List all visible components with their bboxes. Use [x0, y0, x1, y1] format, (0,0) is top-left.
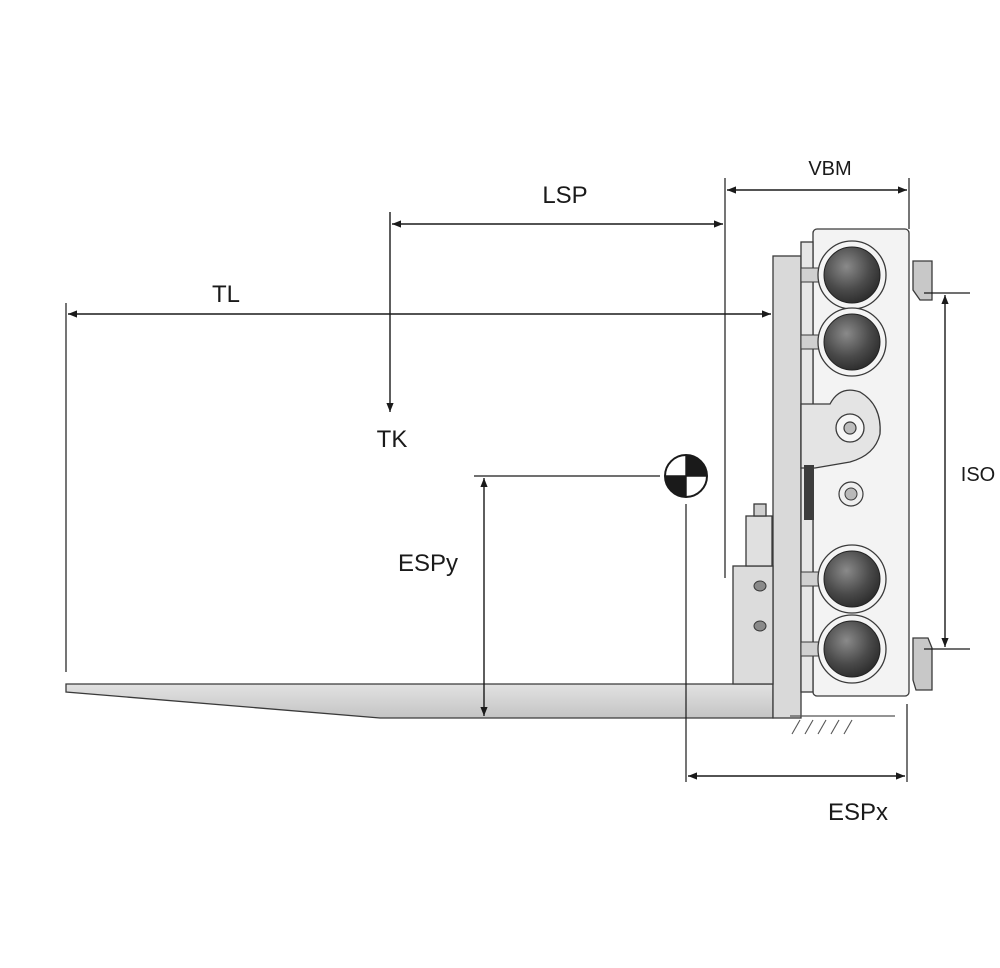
dimension-espx [685, 504, 908, 782]
fork-lock-pin [753, 503, 767, 517]
fork-blade [65, 683, 774, 719]
label-tk: TK [377, 426, 408, 453]
dark-strip [804, 465, 814, 520]
fork [65, 255, 802, 719]
roller-1 [823, 246, 881, 304]
rollers [800, 240, 887, 684]
label-vbm: VBM [808, 158, 851, 180]
lower-hook [912, 637, 933, 691]
label-tl: TL [212, 281, 240, 308]
roller-3 [823, 550, 881, 608]
dimension-tl [65, 303, 771, 672]
dimension-espy [474, 475, 660, 716]
fork-shank [772, 255, 802, 719]
fork-lock [745, 515, 773, 567]
ground-hatch-icon [790, 715, 895, 735]
fork-hook-bolt-upper [753, 580, 767, 592]
small-bolt-inner [844, 487, 858, 501]
carriage-hooks [912, 260, 933, 691]
fork-hook-bolt-lower [753, 620, 767, 632]
dimension-iso [924, 292, 970, 650]
label-iso: ISO [961, 464, 995, 486]
label-espx: ESPx [828, 799, 888, 826]
center-of-gravity-icon [664, 454, 708, 498]
upper-hook [912, 260, 933, 301]
roller-2 [823, 313, 881, 371]
fork-hook-block [732, 565, 774, 685]
pivot-inner [843, 421, 857, 435]
roller-4 [823, 620, 881, 678]
label-espy: ESPy [398, 550, 458, 577]
label-lsp: LSP [542, 182, 587, 209]
dimension-vbm [724, 178, 910, 578]
